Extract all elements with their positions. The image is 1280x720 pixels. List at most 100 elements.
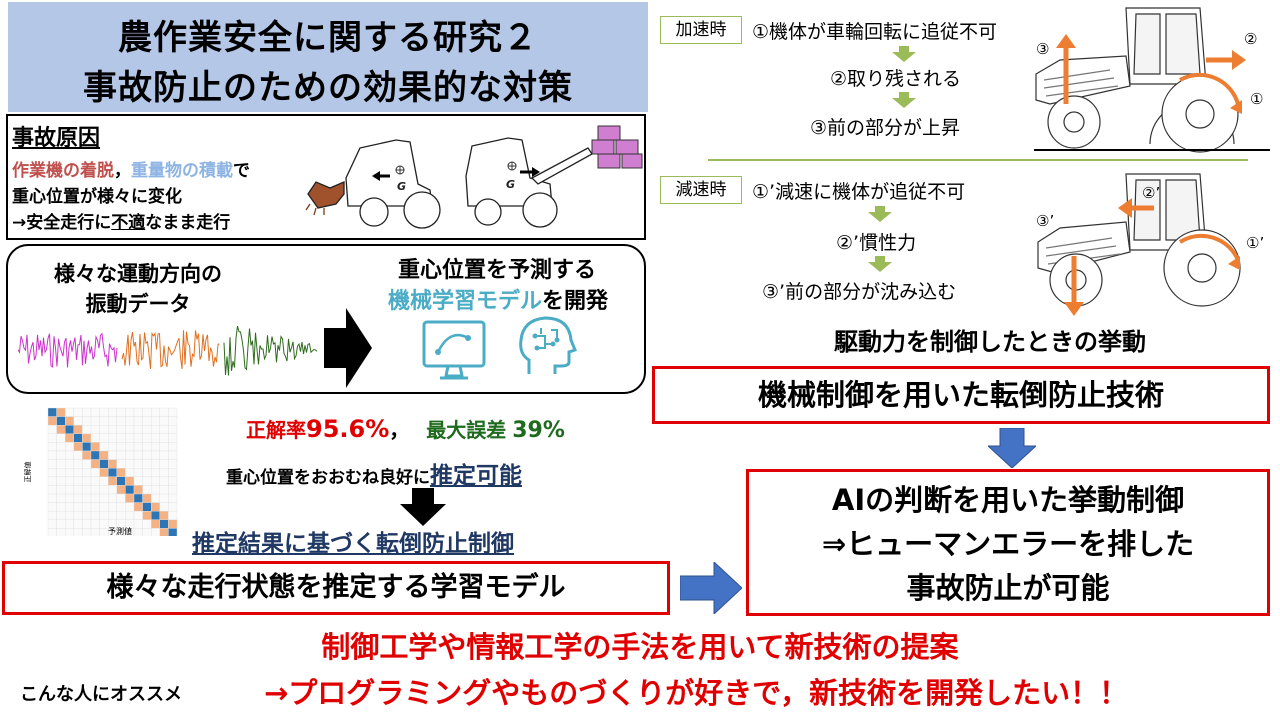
tractor-sketches: G G — [305, 125, 643, 229]
estimate-post: 推定可能 — [430, 463, 522, 489]
recommend-text: →プログラミングやものづくりが好きで，新技術を開発したい！！ — [264, 676, 1129, 710]
confusion-matrix: 正解値 予測値 — [24, 407, 178, 536]
cm-cell — [125, 493, 135, 503]
cm-cell — [125, 476, 135, 486]
cm-cell — [150, 485, 160, 495]
cm-cell — [159, 433, 169, 443]
ml-line-1: 重心位置を予測する — [397, 258, 596, 283]
cm-diagonal-cell — [125, 485, 135, 495]
cm-cell — [159, 510, 169, 520]
cm-cell — [159, 425, 169, 435]
cm-cell — [168, 459, 178, 469]
cm-cell — [125, 416, 135, 426]
cm-cell — [150, 493, 160, 503]
cm-cell — [168, 476, 178, 486]
title-line-1: 農作業安全に関する研究２ — [118, 18, 538, 58]
cm-cell — [73, 519, 83, 529]
error-value: 39% — [512, 418, 565, 443]
tractor-with-bucket-icon — [305, 139, 441, 229]
cm-cell — [47, 485, 57, 495]
cm-cell — [168, 433, 178, 443]
cm-cell — [65, 510, 75, 520]
cm-cell — [133, 425, 143, 435]
cm-cell — [99, 493, 109, 503]
title-line-2: 事故防止のための効果的な対策 — [83, 68, 573, 108]
cm-cell — [107, 485, 117, 495]
cm-cell — [168, 467, 178, 477]
cm-cell — [82, 485, 92, 495]
cm-cell — [99, 416, 109, 426]
cm-cell — [107, 450, 117, 460]
cm-cell — [82, 493, 92, 503]
cm-cell — [168, 485, 178, 495]
cm-cell — [47, 519, 57, 529]
vibration-wave-green — [223, 325, 318, 376]
cm-cell — [56, 485, 66, 495]
cm-cell — [159, 459, 169, 469]
cm-cell — [90, 485, 100, 495]
title-banner: 農作業安全に関する研究２ 事故防止のための効果的な対策 — [8, 2, 648, 112]
cause-line-3-underlined: 不適 — [111, 213, 146, 233]
ml-arrow-icon — [324, 308, 372, 388]
cm-cell — [73, 510, 83, 520]
cm-cell — [107, 425, 117, 435]
cm-cell — [150, 407, 160, 417]
cm-cell — [168, 442, 178, 452]
cm-ylabel: 正解値 — [24, 462, 32, 483]
cm-diagonal-cell — [116, 476, 126, 486]
cm-cell — [168, 493, 178, 503]
cm-cell — [82, 433, 92, 443]
cm-cell — [99, 450, 109, 460]
cause-attachment-text: 作業機の着脱 — [12, 161, 114, 181]
cm-cell — [99, 476, 109, 486]
cm-cell — [168, 450, 178, 460]
accel-step-2: ②取り残される — [830, 68, 962, 90]
cm-cell — [73, 502, 83, 512]
cm-cell — [116, 493, 126, 503]
accel-tag: 加速時 — [660, 16, 742, 44]
cm-cell — [142, 442, 152, 452]
cm-cell — [90, 502, 100, 512]
cm-diagonal-cell — [47, 407, 57, 417]
vibration-line-1: 様々な運動方向の — [54, 262, 222, 286]
cm-cell — [142, 416, 152, 426]
cm-cell — [116, 442, 126, 452]
cm-cell — [107, 476, 117, 486]
accel-step-1: ①機体が車輪回転に追従不可 — [752, 21, 998, 43]
cm-cell — [142, 519, 152, 529]
cm-cell — [99, 442, 109, 452]
cm-cell — [125, 442, 135, 452]
cm-cell — [65, 485, 75, 495]
cm-cell — [116, 485, 126, 495]
cm-diagonal-cell — [56, 416, 66, 426]
cm-cell — [133, 442, 143, 452]
cm-cell — [142, 450, 152, 460]
cm-cell — [47, 433, 57, 443]
decel-step-2: ②’慣性力 — [836, 232, 917, 254]
cm-cell — [47, 528, 57, 536]
cm-cell — [82, 450, 92, 460]
cm-cell — [133, 476, 143, 486]
cm-cell — [116, 467, 126, 477]
cm-cell — [133, 450, 143, 460]
down-arrow-blue-icon — [988, 428, 1036, 468]
cm-cell — [125, 467, 135, 477]
cm-cell — [56, 528, 66, 536]
ai-control-line-3: 事故防止が可能 — [906, 571, 1110, 605]
cm-cell — [125, 450, 135, 460]
ml-model-accent: 機械学習モデル — [387, 289, 542, 314]
cm-cell — [82, 502, 92, 512]
cm-cell — [65, 502, 75, 512]
cm-cell — [150, 425, 160, 435]
cm-diagonal-cell — [168, 528, 178, 536]
cause-line-2: 重心位置が様々に変化 — [12, 187, 182, 207]
decel-step-3: ③’前の部分が沈み込む — [762, 281, 957, 303]
cm-cell — [159, 467, 169, 477]
error-label: 最大誤差 — [426, 418, 507, 442]
cause-line-3-pre: →安全走行に — [12, 213, 112, 233]
cm-cell — [168, 519, 178, 529]
cm-cell — [168, 510, 178, 520]
cm-cell — [82, 510, 92, 520]
cm-cell — [159, 407, 169, 417]
